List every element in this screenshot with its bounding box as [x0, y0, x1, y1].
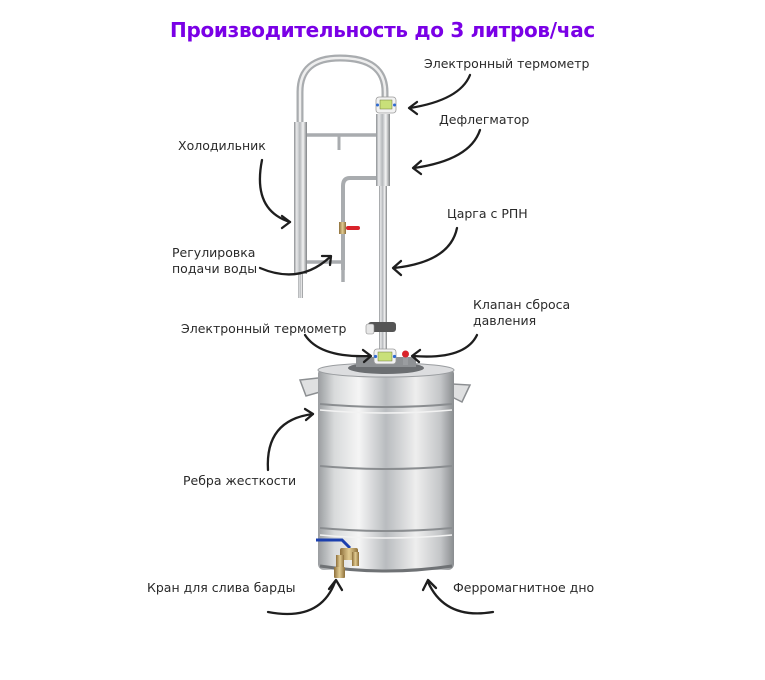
label-drain-tap: Кран для слива барды	[147, 580, 296, 595]
label-bottom: Ферромагнитное дно	[453, 580, 595, 595]
vapor-tube	[296, 54, 389, 125]
label-condenser: Холодильник	[178, 138, 266, 153]
arrow-column	[392, 226, 459, 270]
page-title: Производительность до 3 литров/час	[170, 18, 595, 42]
column	[307, 114, 396, 356]
label-column: Царга с РПН	[447, 206, 528, 221]
label-pressure-valve: Клапан сброса давления	[473, 297, 570, 329]
arrow-water-regulation	[258, 255, 332, 276]
label-dephlegmator: Дефлегматор	[439, 112, 530, 127]
thermometer-top-icon	[375, 96, 397, 114]
label-water-regulation: Регулировка подачи воды	[172, 245, 257, 277]
thermometer-lid-icon	[373, 348, 397, 365]
arrow-thermometer-top	[408, 73, 472, 110]
arrow-drain-tap	[266, 580, 337, 616]
arrow-pressure-valve	[411, 333, 479, 358]
label-water-regulation-line1: Регулировка	[172, 245, 256, 260]
label-pressure-valve-line2: давления	[473, 313, 537, 328]
arrow-bottom	[426, 580, 495, 615]
label-ribs: Ребра жесткости	[183, 473, 297, 488]
arrow-dephlegmator	[412, 128, 482, 170]
label-thermometer-lid: Электронный термометр	[181, 321, 347, 336]
condenser	[294, 122, 378, 298]
arrow-ribs	[266, 412, 315, 472]
drain-tap-icon	[316, 538, 359, 578]
arrow-thermometer-lid	[303, 333, 372, 358]
pressure-valve-icon	[402, 350, 409, 365]
arrow-condenser	[258, 158, 292, 224]
label-water-regulation-line2: подачи воды	[172, 261, 258, 276]
label-pressure-valve-line1: Клапан сброса	[473, 297, 571, 312]
label-thermometer-top: Электронный термометр	[424, 56, 590, 71]
arrows	[258, 73, 495, 616]
